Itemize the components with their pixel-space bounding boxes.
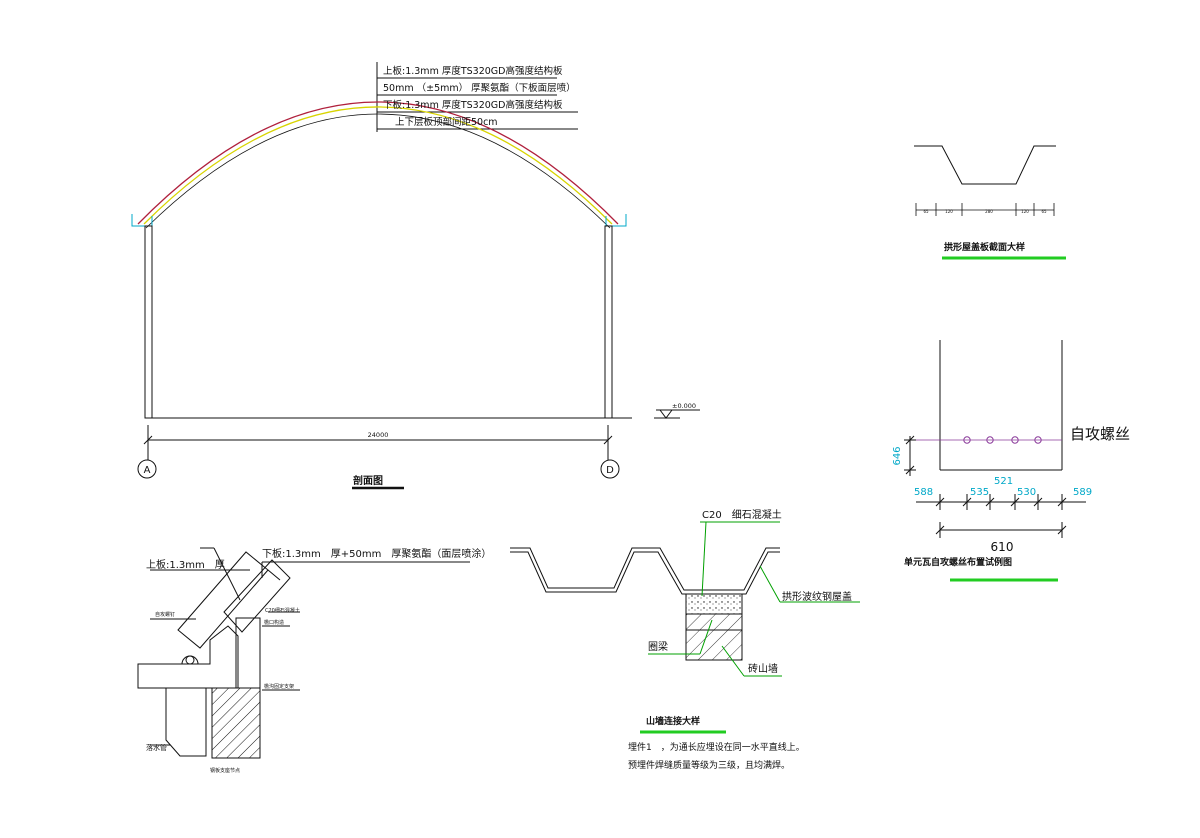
callout-spacing: 上下层板顶部间距50cm xyxy=(395,116,498,128)
screw-hole xyxy=(1011,436,1019,444)
total-dim: 610 xyxy=(991,540,1014,554)
dim-bottom-5: 589 xyxy=(1073,487,1092,498)
screw-label: 自攻螺丝 xyxy=(1070,425,1130,443)
panel-dim-5: 65 xyxy=(1041,209,1047,214)
axis-label-d: D xyxy=(606,465,614,476)
screw-hole xyxy=(963,436,971,444)
panel-dim-3: 280 xyxy=(985,209,993,214)
screw-hole xyxy=(1034,436,1042,444)
screw-caption: 单元瓦自攻螺丝布置试例图 xyxy=(904,556,1012,568)
main-section xyxy=(131,62,700,490)
eave-label-screw: 自攻螺钉 xyxy=(155,611,175,618)
gable-label-c20: C20 细石混凝土 xyxy=(702,508,782,521)
eave-label-eave: 檐口构造 xyxy=(264,619,284,626)
eave-label-c20: C20细石混凝土 xyxy=(265,607,300,614)
roof-arc-outer xyxy=(137,101,619,225)
gable-ring-beam xyxy=(685,613,743,631)
wall-right xyxy=(604,225,613,419)
gable-label-ring-beam: 圈梁 xyxy=(648,640,668,653)
total-dimension-line xyxy=(935,522,1067,538)
gable-note-1: 埋件1 ，为通长应埋设在同一水平直线上。 xyxy=(628,741,805,753)
panel-profile xyxy=(914,145,1056,185)
eave-beam xyxy=(137,625,239,689)
eave-column xyxy=(235,617,261,689)
callout-insulation: 50mm （±5mm） 厚聚氨酯（下板面层喷） xyxy=(383,82,576,94)
panel-section-text: 65 120 280 120 65 拱形屋盖板截面大样 xyxy=(923,209,1047,253)
panel-caption: 拱形屋盖板截面大样 xyxy=(944,241,1025,253)
vertical-dimension-line xyxy=(904,435,916,476)
eave-label-bracket: 檐沟固定支架 xyxy=(264,683,294,690)
gable-brick-wall xyxy=(685,629,743,661)
eave-label-top-board: 上板:1.3mm 厚 xyxy=(146,558,225,571)
elevation-label: ±0.000 xyxy=(672,402,696,410)
gable-note-2: 预埋件焊缝质量等级为三级，且均满焊。 xyxy=(628,759,790,771)
dim-bottom-1: 588 xyxy=(914,487,933,498)
screw-layout-text: 自攻螺丝 646 588 535 521 530 589 610 单元瓦自攻螺丝… xyxy=(892,425,1130,568)
eave-label-downpipe: 落水管 xyxy=(146,743,167,752)
screw-hole xyxy=(986,436,994,444)
eave-label-bottom-board: 下板:1.3mm 厚+50mm 厚聚氨酯（面层喷涂） xyxy=(262,547,491,560)
eave-detail xyxy=(137,547,470,759)
eave-downpipe xyxy=(165,687,207,757)
dim-bottom-3: 521 xyxy=(994,476,1013,487)
callout-bottom-board: 下板:1.3mm 厚度TS320GD高强度结构板 xyxy=(383,99,563,111)
axis-label-a: A xyxy=(144,465,151,476)
gable-profile-outer xyxy=(510,547,780,591)
axis-bubble-d xyxy=(600,459,620,479)
eave-brick-wall xyxy=(211,687,261,759)
gutter-right xyxy=(605,214,627,227)
callout-box xyxy=(376,62,578,132)
gable-detail-text: C20 细石混凝土 拱形波纹钢屋盖 圈梁 砖山墙 山墙连接大样 埋件1 ，为通长… xyxy=(628,508,852,771)
eave-label-node: 钢板支座节点 xyxy=(210,767,240,774)
gable-label-panel: 拱形波纹钢屋盖 xyxy=(782,590,852,603)
section-caption: 剖面图 xyxy=(353,474,383,487)
main-section-text: 上板:1.3mm 厚度TS320GD高强度结构板 50mm （±5mm） 厚聚氨… xyxy=(144,65,696,487)
panel-dimension-line xyxy=(915,203,1055,216)
roof-arc-inner xyxy=(143,106,613,225)
eave-detail-text: 上板:1.3mm 厚 下板:1.3mm 厚+50mm 厚聚氨酯（面层喷涂） 自攻… xyxy=(146,547,491,774)
bottom-dimension-line xyxy=(916,494,1086,510)
dim-bottom-4: 530 xyxy=(1017,487,1036,498)
gutter-left xyxy=(131,214,153,227)
vertical-dim: 646 xyxy=(892,446,903,465)
wall-left xyxy=(144,225,153,419)
gable-c20-block xyxy=(685,593,743,615)
gable-label-wall: 砖山墙 xyxy=(748,662,778,675)
gable-caption: 山墙连接大样 xyxy=(646,715,700,727)
dim-bottom-2: 535 xyxy=(970,487,989,498)
panel-section xyxy=(914,145,1066,260)
axis-bubble-a xyxy=(137,459,157,479)
gable-detail xyxy=(510,521,860,734)
panel-dim-2: 120 xyxy=(945,209,953,214)
elevation-marker xyxy=(654,409,700,419)
screw-holes xyxy=(963,436,1042,444)
callout-top-board: 上板:1.3mm 厚度TS320GD高强度结构板 xyxy=(383,65,563,77)
panel-dim-1: 65 xyxy=(923,209,929,214)
screw-layout xyxy=(904,340,1086,582)
gable-profile-inner xyxy=(510,551,780,595)
panel-dim-4: 120 xyxy=(1021,209,1029,214)
span-dimension-line xyxy=(143,425,613,460)
span-dimension: 24000 xyxy=(368,431,389,439)
